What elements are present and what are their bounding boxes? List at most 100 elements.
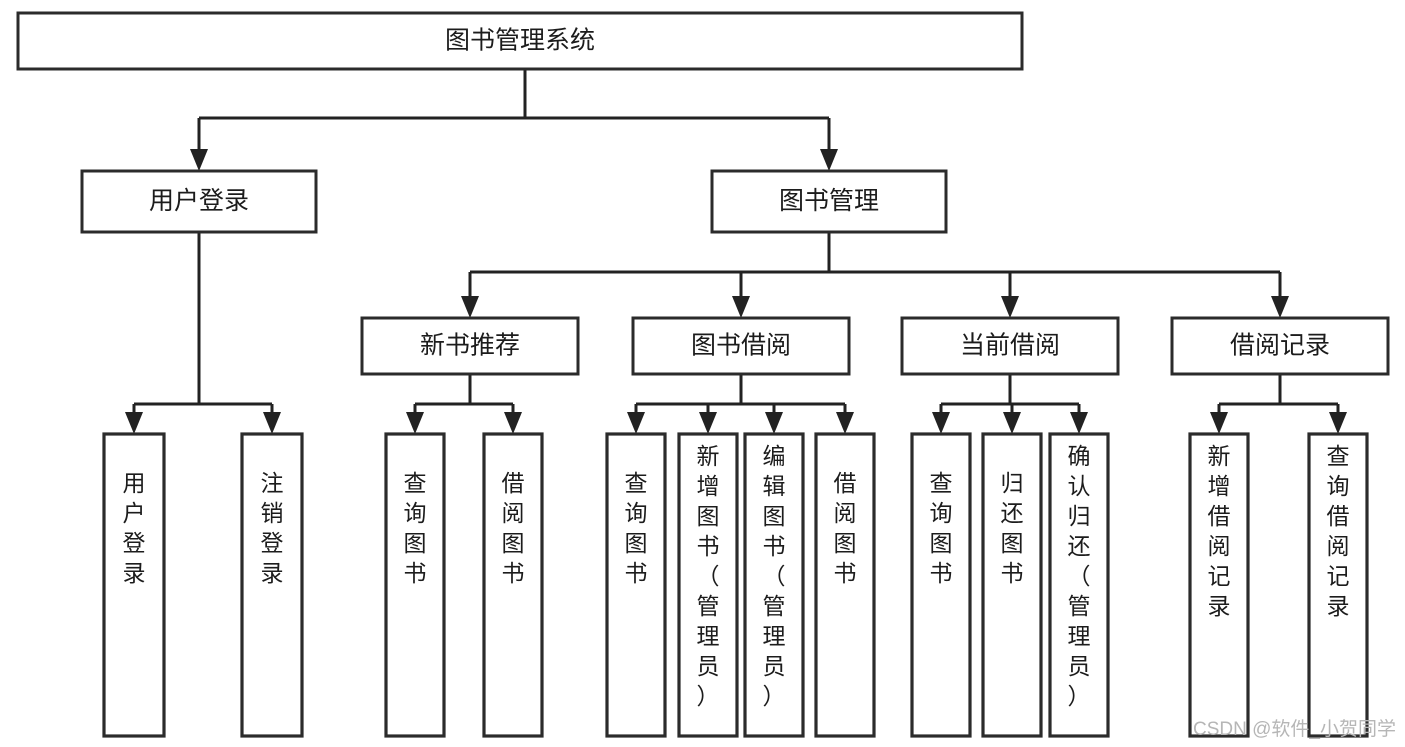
node-box-leaf-add-record[interactable] xyxy=(1188,432,1250,738)
node-box-leaf-query-book-bor[interactable] xyxy=(605,432,667,738)
arrow-head-2 xyxy=(1070,412,1088,434)
arrow-head-2 xyxy=(765,412,783,434)
node-layer: 图书管理系统用户登录图书管理新书推荐图书借阅当前借阅借阅记录用户登录注销登录查询… xyxy=(16,11,1390,738)
node-box-leaf-query-record[interactable] xyxy=(1307,432,1369,738)
node-label-borrow-record: 借阅记录 xyxy=(1230,332,1330,360)
node-label-char: 确 xyxy=(1068,443,1091,469)
node-box-book-manage[interactable] xyxy=(710,169,948,234)
node-label-leaf-query-record: 查询借阅记录 xyxy=(1327,443,1350,619)
node-label-leaf-query-book-cur: 查询图书 xyxy=(930,470,953,586)
node-leaf-query-book-cur[interactable]: 查询图书 xyxy=(910,432,972,738)
node-label-leaf-add-record: 新增借阅记录 xyxy=(1208,443,1231,619)
node-label-char: 书 xyxy=(834,560,857,586)
node-box-new-book-rec[interactable] xyxy=(360,316,580,376)
node-label-char: 借 xyxy=(502,470,525,496)
node-leaf-logout[interactable]: 注销登录 xyxy=(240,432,304,738)
node-leaf-query-book-rec[interactable]: 查询图书 xyxy=(384,432,446,738)
node-current-borrow[interactable]: 当前借阅 xyxy=(900,316,1120,376)
node-borrow-record[interactable]: 借阅记录 xyxy=(1170,316,1390,376)
node-label-char: 询 xyxy=(1327,473,1350,499)
node-box-leaf-query-book-rec[interactable] xyxy=(384,432,446,738)
node-label-char: ） xyxy=(1068,683,1091,709)
node-label-char: 登 xyxy=(123,530,146,556)
node-label-char: 录 xyxy=(1327,593,1350,619)
node-label-char: 图 xyxy=(625,530,648,556)
arrow-head-0 xyxy=(406,412,424,434)
node-book-manage[interactable]: 图书管理 xyxy=(710,169,948,234)
node-new-book-rec[interactable]: 新书推荐 xyxy=(360,316,580,376)
node-box-leaf-borrow-book-rec[interactable] xyxy=(482,432,544,738)
node-label-char: 借 xyxy=(834,470,857,496)
node-label-char: 记 xyxy=(1327,563,1350,589)
node-label-leaf-borrow-book-bor: 借阅图书 xyxy=(834,470,857,586)
arrow-head-0 xyxy=(190,149,208,171)
node-label-char: 辑 xyxy=(763,473,786,499)
node-leaf-query-record[interactable]: 查询借阅记录 xyxy=(1307,432,1369,738)
node-label-char: 查 xyxy=(1327,443,1350,469)
node-leaf-borrow-book-bor[interactable]: 借阅图书 xyxy=(814,432,876,738)
node-label-char: 查 xyxy=(404,470,427,496)
node-leaf-user-login[interactable]: 用户登录 xyxy=(102,432,166,738)
node-label-char: 归 xyxy=(1068,503,1091,529)
node-label-char: 询 xyxy=(404,500,427,526)
node-label-book-borrow: 图书借阅 xyxy=(691,332,791,360)
node-label-char: 户 xyxy=(123,500,146,526)
node-label-char: 还 xyxy=(1001,500,1024,526)
node-box-root[interactable] xyxy=(16,11,1024,71)
arrow-head-0 xyxy=(125,412,143,434)
node-label-leaf-query-book-bor: 查询图书 xyxy=(625,470,648,586)
node-leaf-edit-book[interactable]: 编辑图书（管理员） xyxy=(743,432,805,738)
node-box-book-borrow[interactable] xyxy=(631,316,851,376)
node-label-char: 图 xyxy=(763,503,786,529)
arrow-head-1 xyxy=(732,296,750,318)
node-label-char: 图 xyxy=(930,530,953,556)
node-label-char: 书 xyxy=(697,533,720,559)
node-label-leaf-add-book: 新增图书（管理员） xyxy=(697,443,720,709)
arrow-head-1 xyxy=(263,412,281,434)
arrow-head-0 xyxy=(461,296,479,318)
node-label-char: 图 xyxy=(404,530,427,556)
node-root[interactable]: 图书管理系统 xyxy=(16,11,1024,71)
arrow-head-1 xyxy=(1003,412,1021,434)
node-leaf-confirm-return[interactable]: 确认归还（管理员） xyxy=(1048,432,1110,738)
connector-layer xyxy=(125,69,1347,434)
node-label-char: 查 xyxy=(930,470,953,496)
connector-group-user-login-to-leaves xyxy=(125,232,281,434)
node-label-current-borrow: 当前借阅 xyxy=(960,332,1060,360)
node-box-leaf-logout[interactable] xyxy=(240,432,304,738)
node-box-leaf-user-login[interactable] xyxy=(102,432,166,738)
csdn-watermark: CSDN @软件_小贺同学 xyxy=(1193,718,1396,740)
node-label-leaf-query-book-rec: 查询图书 xyxy=(404,470,427,586)
node-label-char: 理 xyxy=(697,623,720,649)
node-label-char: 书 xyxy=(1001,560,1024,586)
node-book-borrow[interactable]: 图书借阅 xyxy=(631,316,851,376)
node-leaf-add-book[interactable]: 新增图书（管理员） xyxy=(677,432,739,738)
node-box-user-login[interactable] xyxy=(80,169,318,234)
node-box-borrow-record[interactable] xyxy=(1170,316,1390,376)
node-box-current-borrow[interactable] xyxy=(900,316,1120,376)
node-label-char: 管 xyxy=(697,593,720,619)
node-leaf-query-book-bor[interactable]: 查询图书 xyxy=(605,432,667,738)
node-box-leaf-confirm-return[interactable] xyxy=(1048,432,1110,738)
node-label-char: 书 xyxy=(502,560,525,586)
node-label-root: 图书管理系统 xyxy=(445,27,595,55)
node-label-new-book-rec: 新书推荐 xyxy=(420,332,520,360)
node-box-leaf-return-book[interactable] xyxy=(981,432,1043,738)
node-label-char: 录 xyxy=(261,560,284,586)
node-label-char: 管 xyxy=(1068,593,1091,619)
node-box-leaf-query-book-cur[interactable] xyxy=(910,432,972,738)
node-label-char: 借 xyxy=(1327,503,1350,529)
node-box-leaf-borrow-book-bor[interactable] xyxy=(814,432,876,738)
connector-group-current-borrow-to-leaves xyxy=(932,374,1088,434)
node-leaf-return-book[interactable]: 归还图书 xyxy=(981,432,1043,738)
node-label-char: 阅 xyxy=(1208,533,1231,559)
node-label-char: 销 xyxy=(261,500,284,526)
node-leaf-borrow-book-rec[interactable]: 借阅图书 xyxy=(482,432,544,738)
node-leaf-add-record[interactable]: 新增借阅记录 xyxy=(1188,432,1250,738)
node-label-char: 阅 xyxy=(834,500,857,526)
node-label-char: 书 xyxy=(625,560,648,586)
node-label-char: 归 xyxy=(1001,470,1024,496)
node-user-login[interactable]: 用户登录 xyxy=(80,169,318,234)
node-box-leaf-edit-book[interactable] xyxy=(743,432,805,738)
node-box-leaf-add-book[interactable] xyxy=(677,432,739,738)
